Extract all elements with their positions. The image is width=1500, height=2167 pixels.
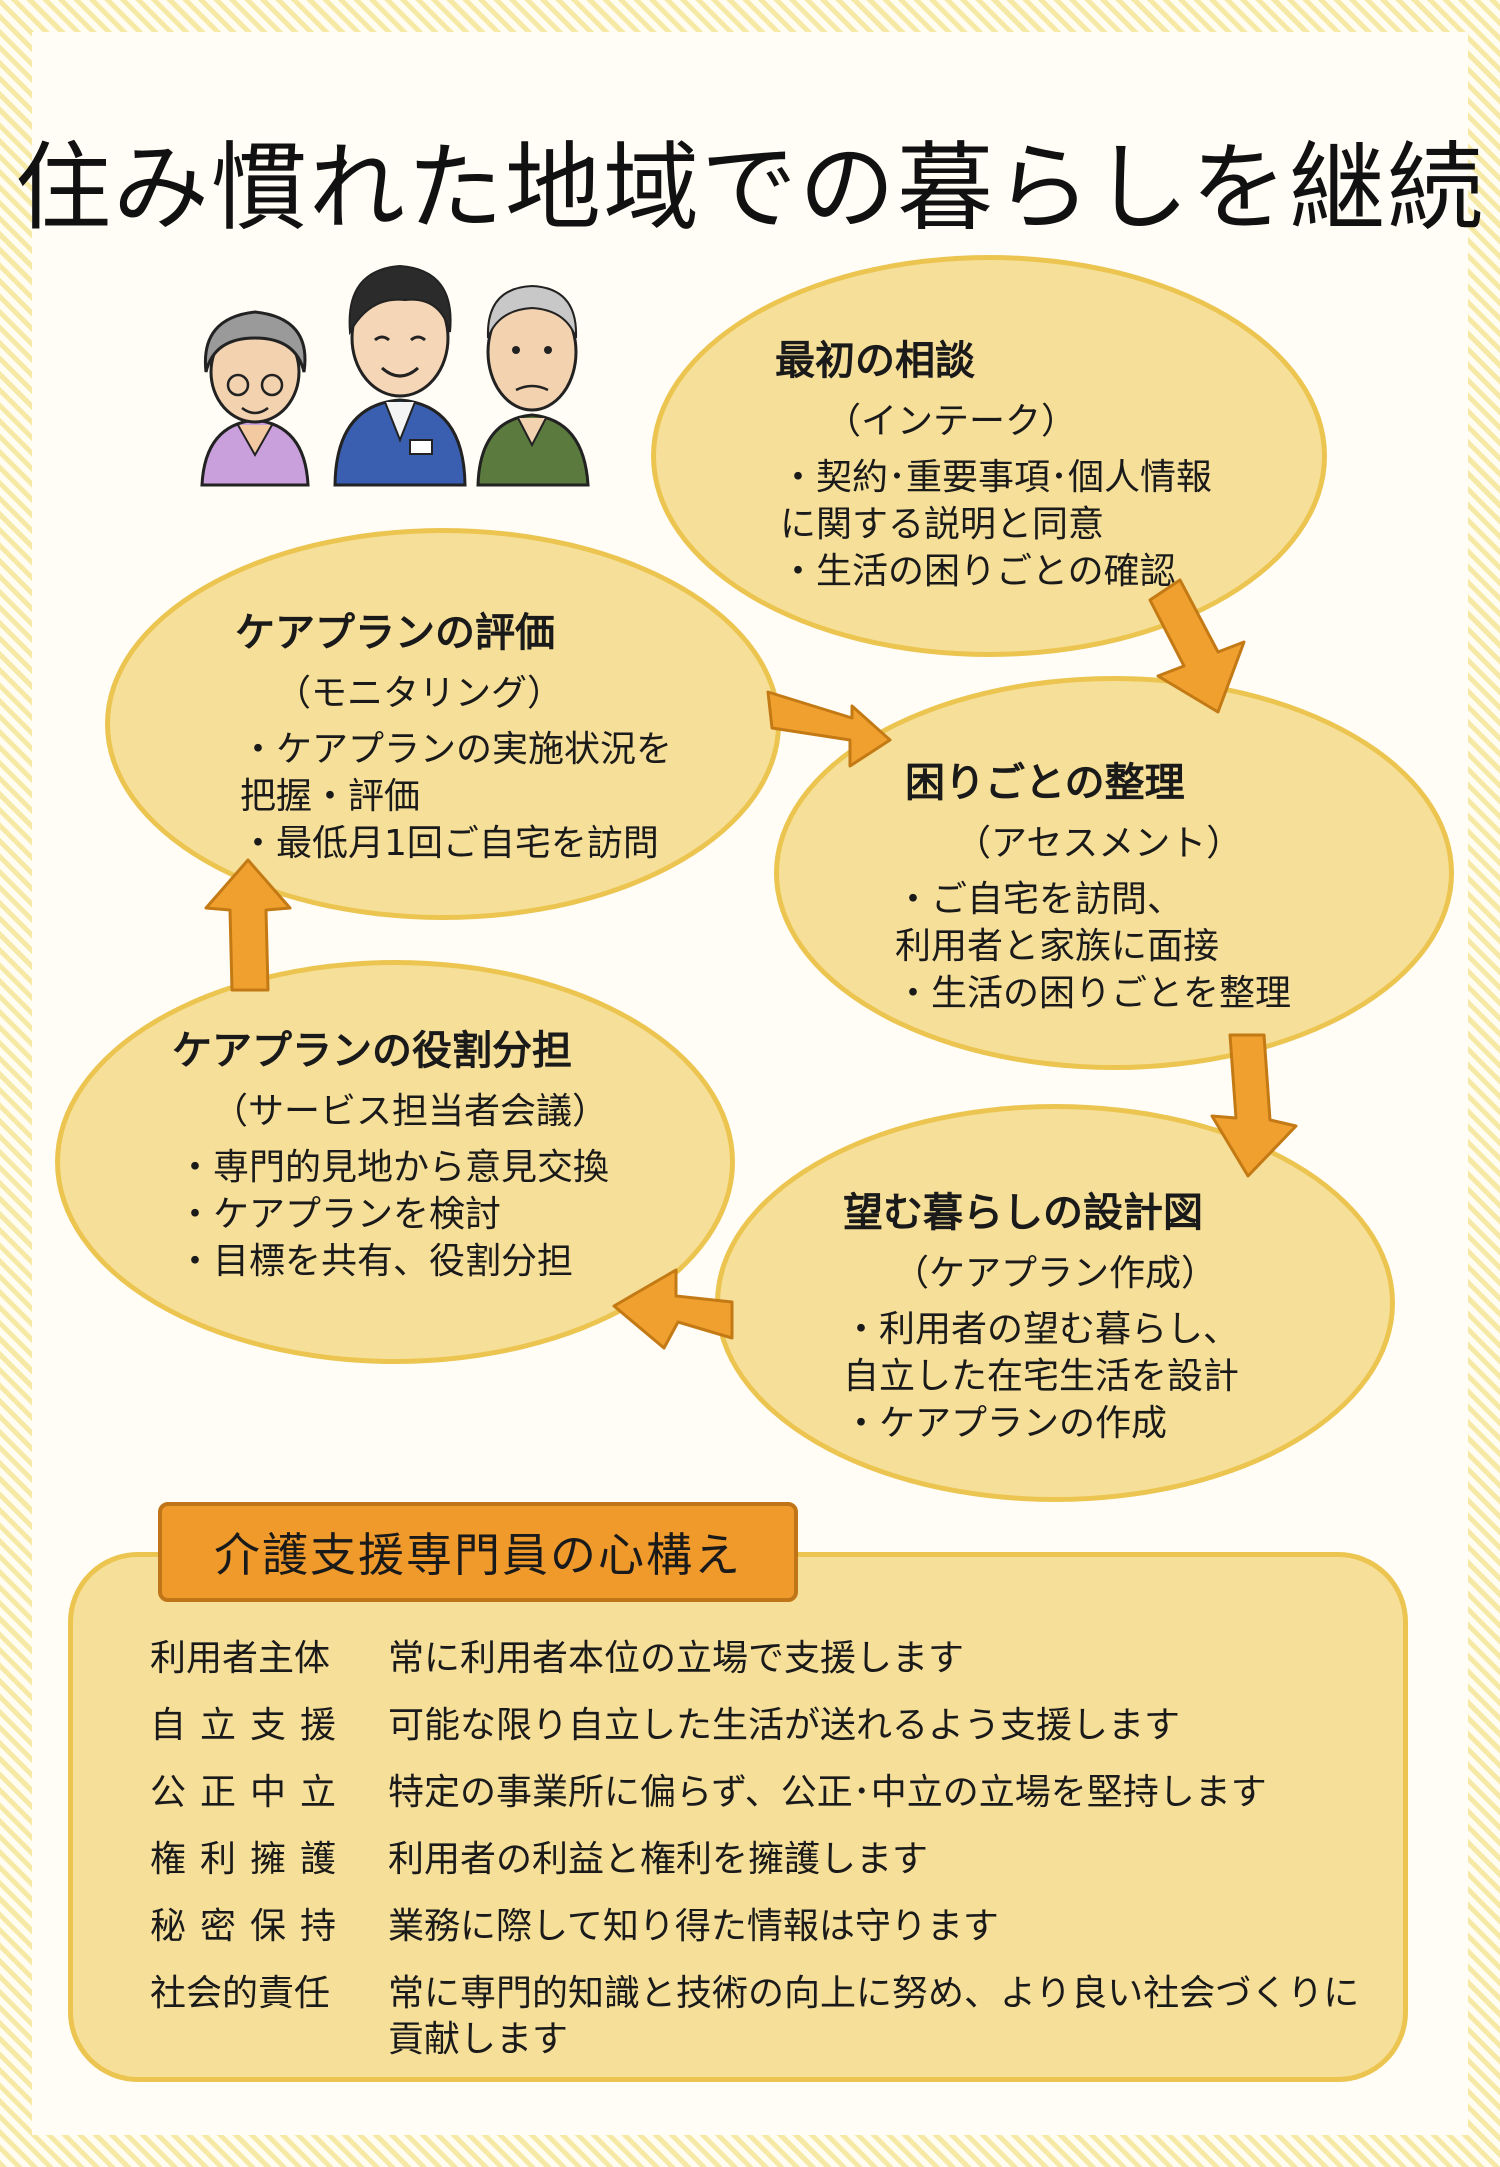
step-intake-sub: （インテーク）: [825, 401, 1078, 442]
mindset-desc: 利用者の利益と権利を擁護します: [388, 1839, 929, 1880]
step-care-plan-bullet: 自立した在宅生活を設計: [843, 1356, 1240, 1397]
arrow-intake-to-assessment: [1148, 578, 1246, 714]
step-monitoring-bullet: ・最低月1回ご自宅を訪問: [240, 823, 659, 864]
arrow-monitoring-to-intake: [766, 690, 892, 768]
step-role-sharing-bullet: ・目標を共有、役割分担: [177, 1241, 574, 1282]
step-monitoring-heading: ケアプランの評価: [235, 610, 555, 656]
step-role-sharing-bullet: ・ケアプランを検討: [177, 1194, 502, 1235]
mindset-term: 自立支援: [150, 1705, 351, 1746]
step-intake-bullet: ・生活の困りごとの確認: [780, 551, 1176, 592]
page-title: 住み慣れた地域での暮らしを継続: [15, 132, 1485, 244]
step-monitoring-sub: （モニタリング）: [275, 673, 564, 714]
step-care-plan-heading: 望む暮らしの設計図: [843, 1190, 1203, 1236]
step-assessment-bullet: ・ご自宅を訪問、: [895, 879, 1184, 920]
mindset-desc: 可能な限り自立した生活が送れるよう支援します: [388, 1705, 1181, 1746]
mindset-term: 社会的責任: [150, 1973, 331, 2014]
young-man-figure: [333, 264, 467, 487]
step-role-sharing-sub: （サービス担当者会議）: [212, 1091, 609, 1132]
step-intake-heading: 最初の相談: [775, 338, 975, 384]
arrow-assessment-to-care-plan: [1210, 1033, 1298, 1178]
step-role-sharing-bullet: ・専門的見地から意見交換: [177, 1147, 610, 1188]
step-care-plan-bullet: ・利用者の望む暮らし、: [843, 1309, 1240, 1350]
step-monitoring-bullet: ・ケアプランの実施状況を: [240, 729, 673, 770]
arrow-role-sharing-to-monitoring: [204, 858, 292, 992]
step-assessment-bullet: ・生活の困りごとを整理: [895, 973, 1292, 1014]
mindset-term: 権利擁護: [150, 1839, 351, 1880]
step-intake-bullet: に関する説明と同意: [780, 504, 1105, 545]
step-assessment: 困りごとの整理 （アセスメント） ・ご自宅を訪問、 利用者と家族に面接 ・生活の…: [895, 750, 1291, 1017]
mindset-desc: 常に利用者本位の立場で支援します: [388, 1638, 965, 1679]
step-ellipse-intake: [651, 255, 1327, 657]
step-care-plan: 望む暮らしの設計図 （ケアプラン作成） ・利用者の望む暮らし、 自立した在宅生活…: [843, 1180, 1239, 1447]
step-ellipse-care-plan: [715, 1104, 1395, 1502]
step-assessment-heading: 困りごとの整理: [905, 760, 1185, 806]
mindset-desc: 常に専門的知識と技術の向上に努め、より良い社会づくりに貢献します: [388, 1973, 1360, 2060]
step-assessment-sub: （アセスメント）: [955, 823, 1243, 864]
elderly-woman-figure: [200, 310, 310, 487]
mindset-title: 介護支援専門員の心構え: [158, 1502, 798, 1602]
step-assessment-bullet: 利用者と家族に面接: [895, 926, 1220, 967]
step-monitoring: ケアプランの評価 （モニタリング） ・ケアプランの実施状況を 把握・評価 ・最低…: [235, 600, 672, 867]
step-care-plan-sub: （ケアプラン作成）: [893, 1253, 1218, 1294]
arrow-care-plan-to-role-sharing: [612, 1268, 734, 1350]
elderly-man-figure: [476, 284, 590, 487]
step-intake-bullet: ・契約･重要事項･個人情報: [780, 457, 1213, 498]
step-ellipse-role-sharing: [55, 960, 735, 1364]
mindset-term: 秘密保持: [150, 1906, 351, 1947]
mindset-term: 公正中立: [150, 1772, 351, 1813]
step-care-plan-bullet: ・ケアプランの作成: [843, 1403, 1168, 1444]
step-intake: 最初の相談 （インテーク） ・契約･重要事項･個人情報 に関する説明と同意 ・生…: [775, 328, 1212, 595]
mindset-desc: 特定の事業所に偏らず、公正･中立の立場を堅持します: [388, 1772, 1267, 1813]
mindset-desc: 業務に際して知り得た情報は守ります: [388, 1906, 999, 1947]
step-monitoring-bullet: 把握・評価: [240, 776, 421, 817]
step-role-sharing: ケアプランの役割分担 （サービス担当者会議） ・専門的見地から意見交換 ・ケアプ…: [172, 1018, 609, 1285]
mindset-term: 利用者主体: [150, 1638, 331, 1679]
step-role-sharing-heading: ケアプランの役割分担: [172, 1028, 572, 1074]
